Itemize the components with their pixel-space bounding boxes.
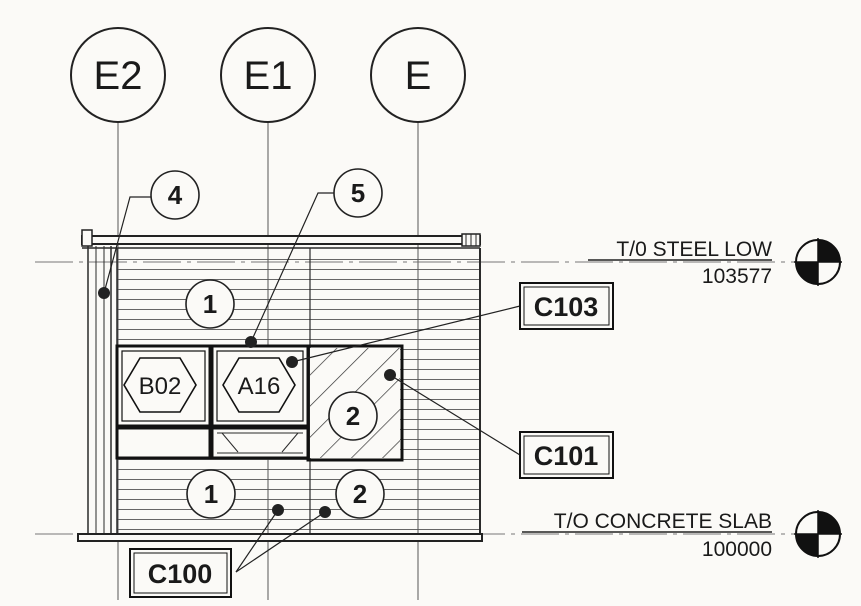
level-marker-slab: T/O CONCRETE SLAB 100000 bbox=[522, 510, 842, 561]
keynote-1-upper: 1 bbox=[185, 279, 235, 329]
keynote-4: 4 bbox=[150, 170, 200, 220]
keynote-1-upper-label: 1 bbox=[203, 289, 217, 319]
callout-c103: C103 bbox=[519, 282, 614, 330]
callout-c103-label: C103 bbox=[534, 292, 599, 322]
level-slab-elevation: 100000 bbox=[702, 538, 772, 561]
keynote-1-lower: 1 bbox=[186, 469, 236, 519]
callout-c101: C101 bbox=[519, 431, 614, 479]
grid-label-e2: E2 bbox=[94, 54, 143, 98]
panel-lower-left bbox=[115, 426, 212, 460]
keynote-2-lower-label: 2 bbox=[353, 479, 367, 509]
hex-tag-a16: A16 bbox=[222, 357, 296, 413]
keynote-1-lower-label: 1 bbox=[204, 479, 218, 509]
keynote-5: 5 bbox=[333, 168, 383, 218]
level-steel-name: T/0 STEEL LOW bbox=[616, 238, 772, 261]
keynote-2-lower: 2 bbox=[335, 469, 385, 519]
leader-dots bbox=[98, 287, 396, 518]
callout-c100-label: C100 bbox=[148, 559, 213, 589]
leader-lines bbox=[103, 192, 521, 573]
level-target-icon bbox=[794, 510, 842, 558]
level-marker-steel: T/0 STEEL LOW 103577 bbox=[588, 238, 842, 288]
level-slab-name: T/O CONCRETE SLAB bbox=[554, 510, 772, 533]
keynote-5-label: 5 bbox=[351, 178, 365, 208]
callout-c101-label: C101 bbox=[534, 441, 599, 471]
level-target-icon bbox=[794, 238, 842, 286]
level-steel-elevation: 103577 bbox=[702, 265, 772, 288]
hex-tag-b02: B02 bbox=[123, 357, 197, 413]
grid-bubble-e1: E1 bbox=[220, 27, 316, 123]
concrete-slab bbox=[77, 533, 483, 542]
keynote-2-mid: 2 bbox=[328, 391, 378, 441]
hex-tag-a16-label: A16 bbox=[238, 373, 281, 400]
keynote-2-mid-label: 2 bbox=[346, 401, 360, 431]
grid-bubble-e: E bbox=[370, 27, 466, 123]
keynote-4-label: 4 bbox=[168, 180, 183, 210]
roof-parapet bbox=[81, 235, 481, 245]
callout-c100: C100 bbox=[129, 548, 232, 598]
hex-tag-b02-label: B02 bbox=[139, 373, 182, 400]
grid-bubble-e2: E2 bbox=[70, 27, 166, 123]
grid-label-e: E bbox=[405, 54, 432, 98]
grid-label-e1: E1 bbox=[244, 54, 293, 98]
